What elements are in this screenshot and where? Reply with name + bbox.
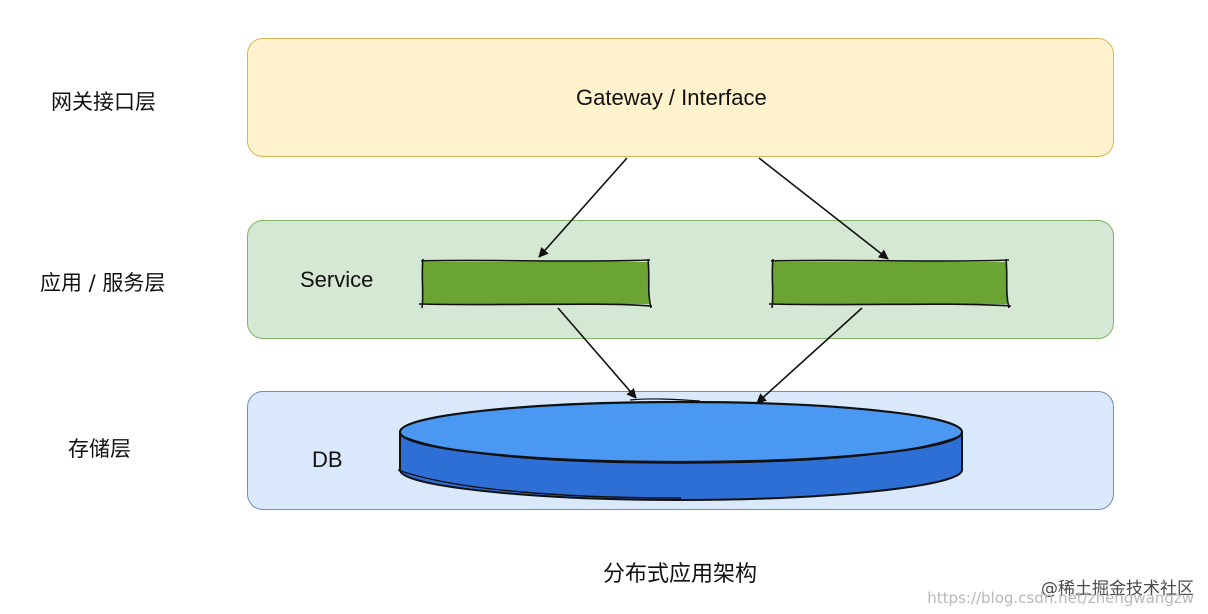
- gateway-layer-label: 网关接口层: [51, 90, 156, 114]
- gateway-layer-box: Gateway / Interface: [247, 38, 1114, 157]
- database-disk: [397, 398, 964, 502]
- service-node-right: [768, 258, 1012, 309]
- storage-layer-label: 存储层: [68, 437, 131, 461]
- arrow-service-right-to-db: [756, 307, 863, 404]
- arrow-service-left-to-db: [557, 307, 637, 399]
- gateway-box-text: Gateway / Interface: [576, 85, 767, 110]
- service-box-text: Service: [300, 267, 374, 292]
- service-layer-label: 应用 / 服务层: [40, 271, 166, 295]
- watermark-url: https://blog.csdn.net/zhengwangzw: [927, 589, 1194, 607]
- diagram-caption: 分布式应用架构: [602, 562, 757, 587]
- db-box-text: DB: [312, 447, 343, 472]
- arrow-gateway-to-service-left: [538, 157, 628, 258]
- service-node-left: [418, 258, 653, 309]
- arrow-gateway-to-service-right: [758, 157, 889, 260]
- watermark-brand: @稀土掘金技术社区: [1041, 579, 1194, 599]
